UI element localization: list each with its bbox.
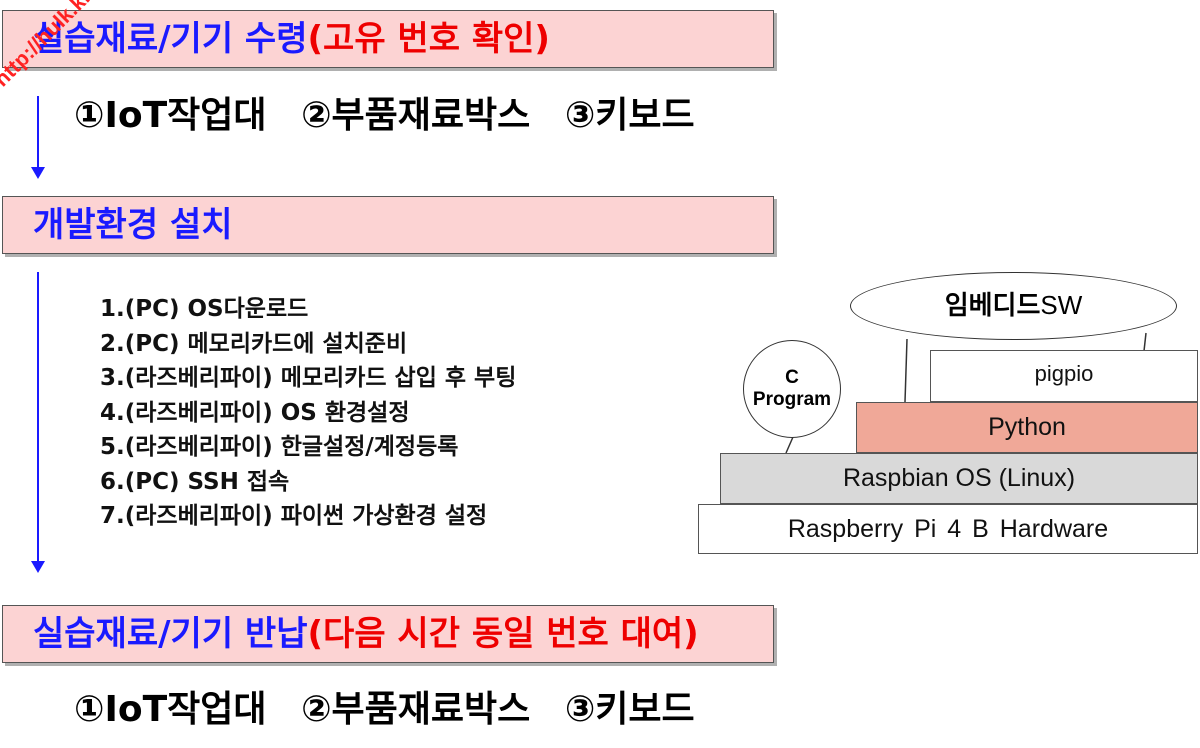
c-program-line2: Program xyxy=(752,389,832,410)
item-parts-box: ②부품재료박스 xyxy=(301,95,531,136)
item-parts-box: ②부품재료박스 xyxy=(301,689,531,730)
embedded-label-ko: 임베디드 xyxy=(944,291,1041,321)
setup-step: 3.(라즈베리파이) 메모리카드 삽입 후 부팅 xyxy=(100,365,517,391)
hardware-layer: Raspberry Pi 4 B Hardware xyxy=(698,504,1198,554)
c-program-circle: C Program xyxy=(743,340,841,438)
setup-step: 1.(PC) OS다운로드 xyxy=(100,296,309,322)
setup-steps-list: 1.(PC) OS다운로드 2.(PC) 메모리카드에 설치준비 3.(라즈베리… xyxy=(100,292,516,534)
section1-items: ①IoT작업대 ②부품재료박스 ③키보드 xyxy=(74,86,717,138)
section3-items: ①IoT작업대 ②부품재료박스 ③키보드 xyxy=(74,680,717,732)
pigpio-layer: pigpio xyxy=(930,350,1198,402)
embedded-label-en: SW xyxy=(1040,290,1083,320)
setup-step: 5.(라즈베리파이) 한글설정/계정등록 xyxy=(100,434,459,460)
flow-arrowhead-2 xyxy=(31,561,45,573)
python-layer: Python xyxy=(856,402,1198,453)
section3-banner: 실습재료/기기 반납(다음 시간 동일 번호 대여) xyxy=(2,605,774,663)
flow-arrow-2 xyxy=(37,272,39,562)
item-keyboard: ③키보드 xyxy=(564,689,695,730)
section2-banner: 개발환경 설치 xyxy=(2,196,774,254)
setup-step: 4.(라즈베리파이) OS 환경설정 xyxy=(100,399,410,426)
section2-title: 개발환경 설치 xyxy=(33,205,233,245)
item-iot-table: ①IoT작업대 xyxy=(74,95,267,136)
item-iot-table: ①IoT작업대 xyxy=(74,689,267,730)
flow-arrow-1 xyxy=(37,96,39,168)
os-layer: Raspbian OS (Linux) xyxy=(720,453,1198,504)
section1-title: 실습재료/기기 수령 xyxy=(33,19,308,59)
setup-step: 2.(PC) 메모리카드에 설치준비 xyxy=(100,330,408,357)
section3-subtitle: (다음 시간 동일 번호 대여) xyxy=(307,614,699,654)
section1-banner: 실습재료/기기 수령(고유 번호 확인) xyxy=(2,10,774,68)
item-keyboard: ③키보드 xyxy=(564,95,695,136)
setup-step: 7.(라즈베리파이) 파이썬 가상환경 설정 xyxy=(100,503,488,529)
setup-step: 6.(PC) SSH 접속 xyxy=(100,468,290,495)
section3-title: 실습재료/기기 반납 xyxy=(33,614,308,654)
embedded-sw-ellipse: 임베디드SW xyxy=(850,272,1177,340)
c-program-line1: C xyxy=(785,367,799,388)
flow-arrowhead-1 xyxy=(31,167,45,179)
section1-subtitle: (고유 번호 확인) xyxy=(307,19,550,59)
